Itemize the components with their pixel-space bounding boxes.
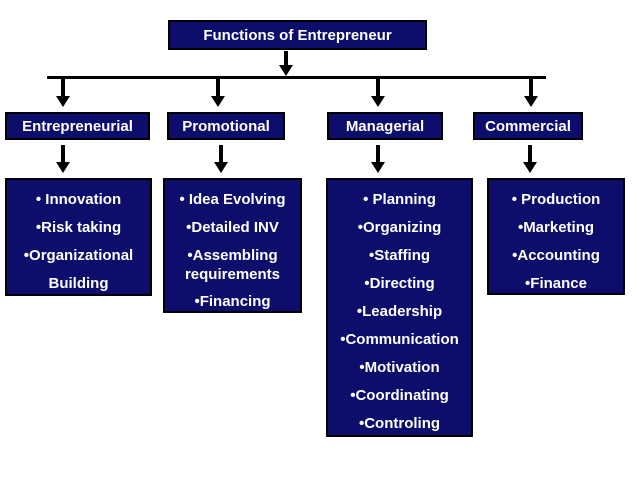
branch-arrow-head-commercial [524,96,538,107]
list-box-commercial: • Production •Marketing •Accounting •Fin… [487,178,625,295]
root-arrow-head [279,65,293,76]
branch-connector-bar [47,76,546,79]
category-label-entrepreneurial: Entrepreneurial [22,117,133,135]
branch-arrow-stem-promotional [216,79,220,97]
branch-arrow-stem-commercial [529,79,533,97]
list-arrow-head-managerial [371,162,385,173]
branch-arrow-head-promotional [211,96,225,107]
list-item: •Detailed INV [186,219,279,236]
list-item: •Communication [340,331,459,348]
root-node: Functions of Entrepreneur [168,20,427,50]
list-arrow-head-promotional [214,162,228,173]
branch-arrow-head-entrepreneurial [56,96,70,107]
list-item: •Organizing [357,219,442,236]
list-item: •Organizational Building [23,247,134,292]
category-node-commercial: Commercial [473,112,583,140]
list-item: • Idea Evolving [179,191,286,208]
root-arrow-stem [284,51,288,66]
category-node-promotional: Promotional [167,112,285,140]
list-item: •Controling [358,415,441,432]
list-arrow-stem-managerial [376,145,380,163]
list-box-entrepreneurial: • Innovation •Risk taking •Organizationa… [5,178,152,296]
list-arrow-stem-entrepreneurial [61,145,65,163]
list-item: •Coordinating [350,387,449,404]
category-node-managerial: Managerial [327,112,443,140]
list-item: • Innovation [35,191,122,208]
list-item: •Staffing [368,247,431,264]
category-label-commercial: Commercial [485,117,571,135]
category-label-managerial: Managerial [345,117,425,135]
list-item: •Risk taking [35,219,122,236]
list-item: •Finance [525,275,587,292]
category-label-promotional: Promotional [182,117,270,135]
branch-arrow-head-managerial [371,96,385,107]
list-item: •Marketing [517,219,595,236]
list-arrow-head-commercial [523,162,537,173]
root-node-label: Functions of Entrepreneur [203,26,392,44]
list-box-managerial: • Planning •Organizing •Staffing •Direct… [326,178,473,437]
list-box-promotional: • Idea Evolving •Detailed INV •Assemblin… [163,178,302,313]
list-arrow-stem-commercial [528,145,532,163]
list-item: •Financing [194,293,271,310]
branch-arrow-stem-managerial [376,79,380,97]
list-item: • Production [511,191,601,208]
branch-arrow-stem-entrepreneurial [61,79,65,97]
list-arrow-stem-promotional [219,145,223,163]
list-item: •Assembling requirements [184,247,281,283]
list-arrow-head-entrepreneurial [56,162,70,173]
list-item: •Leadership [356,303,443,320]
category-node-entrepreneurial: Entrepreneurial [5,112,150,140]
list-item: •Motivation [359,359,440,376]
list-item: • Planning [363,191,436,208]
list-item: •Directing [364,275,435,292]
list-item: •Accounting [512,247,600,264]
